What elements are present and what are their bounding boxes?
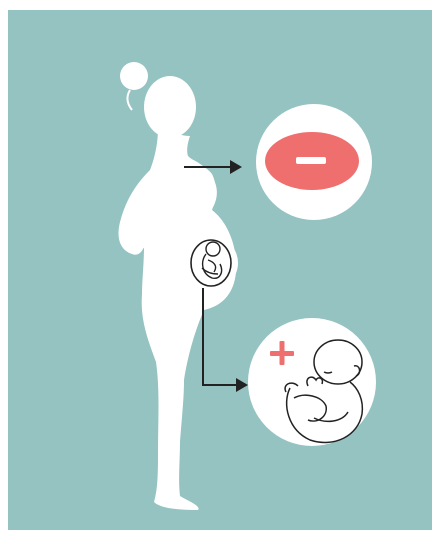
belly-fetus-circle xyxy=(184,236,238,290)
minus-icon xyxy=(296,157,326,164)
plus-circle xyxy=(248,318,376,446)
head xyxy=(144,76,196,138)
illustration-panel xyxy=(8,10,432,530)
belly-circle xyxy=(184,236,238,290)
pregnancy-illustration xyxy=(8,10,432,530)
minus-circle xyxy=(256,104,372,220)
hair-bun xyxy=(120,62,148,90)
